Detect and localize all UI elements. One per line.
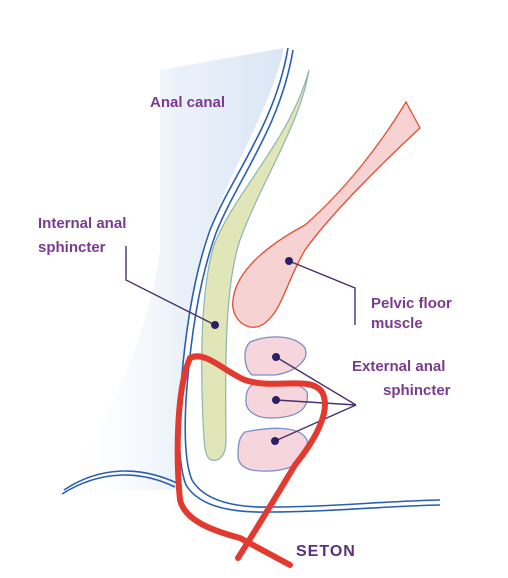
canal-shading [60,48,284,490]
seton-label: SETON [296,543,356,560]
seton-loop [174,353,328,568]
external-sphincter-dot-2 [272,396,280,404]
internal-sphincter-muscle [201,69,310,461]
external-sphincter-dot-3 [271,437,279,445]
external-sphincter-label-line2: sphincter [383,382,451,399]
pelvic-floor-muscle [232,100,421,328]
external-sphincter-label-line1: External anal [352,358,446,375]
external-sphincter-dot-1 [272,353,280,361]
internal-sphincter-dot [211,321,219,329]
marker-dots [211,257,293,445]
pelvic-floor-leader [288,260,356,325]
internal-sphincter-leader [125,246,216,326]
external-sphincter-leader-2 [275,399,357,406]
internal-sphincter-label-line2: sphincter [38,239,106,256]
external-sphincter-leader-3 [274,404,357,442]
leader-lines [125,246,357,442]
external-sphincter-segment-3 [237,427,309,472]
anal-canal-label: Anal canal [150,94,226,111]
internal-sphincter-label-line1: Internal anal [38,215,127,232]
pelvic-floor-label-line1: Pelvic floor [371,295,452,312]
pelvic-floor-dot [285,257,293,265]
external-sphincter-leader-1 [275,356,357,406]
pelvic-floor-label-line2: muscle [371,315,423,332]
